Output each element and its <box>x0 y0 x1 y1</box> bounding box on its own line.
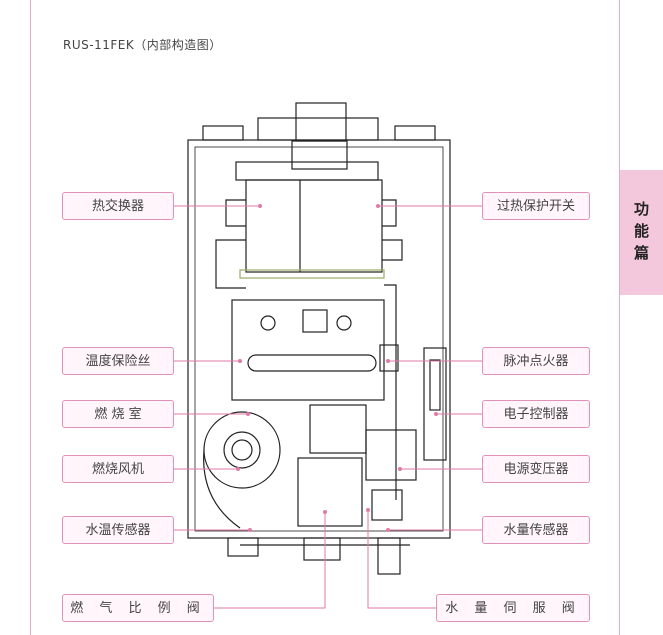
fan-housing <box>203 411 281 489</box>
fitting-gas <box>303 537 341 561</box>
label-water-volume-sensor: 水量传感器 <box>482 516 590 544</box>
igniter-block <box>379 344 399 372</box>
burner-box <box>231 299 385 401</box>
fitting-left <box>227 537 259 557</box>
section-tab[interactable]: 功 能 篇 <box>620 170 663 295</box>
label-temp-fuse: 温度保险丝 <box>62 347 174 375</box>
heater-line-art <box>187 102 451 575</box>
left-pipes <box>215 199 246 289</box>
heat-exchanger-top <box>235 161 379 181</box>
heat-exchanger-block <box>245 179 383 273</box>
page-border <box>30 0 620 635</box>
top-bracket <box>257 117 379 141</box>
valve-upper <box>309 404 367 454</box>
label-overheat-switch: 过热保护开关 <box>482 192 590 220</box>
fin-strip <box>239 269 385 279</box>
inner-casing <box>194 146 444 532</box>
label-controller: 电子控制器 <box>482 400 590 428</box>
label-heat-exchanger: 热交换器 <box>62 192 174 220</box>
right-vertical-pipe <box>384 284 397 500</box>
exhaust-collar <box>295 102 347 142</box>
controller-box <box>423 347 447 461</box>
right-top-tab <box>394 125 436 141</box>
leader-dots <box>236 204 438 532</box>
label-combustion-chamber: 燃 烧 室 <box>62 400 174 428</box>
leader-gas-valve <box>214 512 326 609</box>
section-tab-char-3: 篇 <box>633 244 649 262</box>
diagram-title: RUS-11FEK（内部构造图） <box>63 38 222 52</box>
label-water-servo-valve: 水 量 伺 服 阀 <box>436 594 590 622</box>
label-gas-proportional-valve: 燃 气 比 例 阀 <box>62 594 214 622</box>
burner-slot <box>247 354 377 372</box>
gas-valve-module <box>297 457 363 527</box>
burner-bracket <box>302 309 328 333</box>
right-pipes <box>382 199 403 261</box>
label-fan: 燃烧风机 <box>62 455 174 483</box>
fan-duct <box>203 449 241 529</box>
label-transformer: 电源变压器 <box>482 455 590 483</box>
leader-servo-valve <box>367 510 436 609</box>
left-top-tab <box>202 125 244 141</box>
transformer-box <box>365 429 417 481</box>
fitting-water <box>377 537 401 575</box>
leader-lines <box>174 205 482 609</box>
section-tab-char-2: 能 <box>633 222 649 240</box>
section-tab-char-1: 功 <box>633 200 649 218</box>
label-igniter: 脉冲点火器 <box>482 347 590 375</box>
hood-plate <box>291 140 348 170</box>
water-sensor-box <box>371 489 403 521</box>
label-water-temp-sensor: 水温传感器 <box>62 516 174 544</box>
